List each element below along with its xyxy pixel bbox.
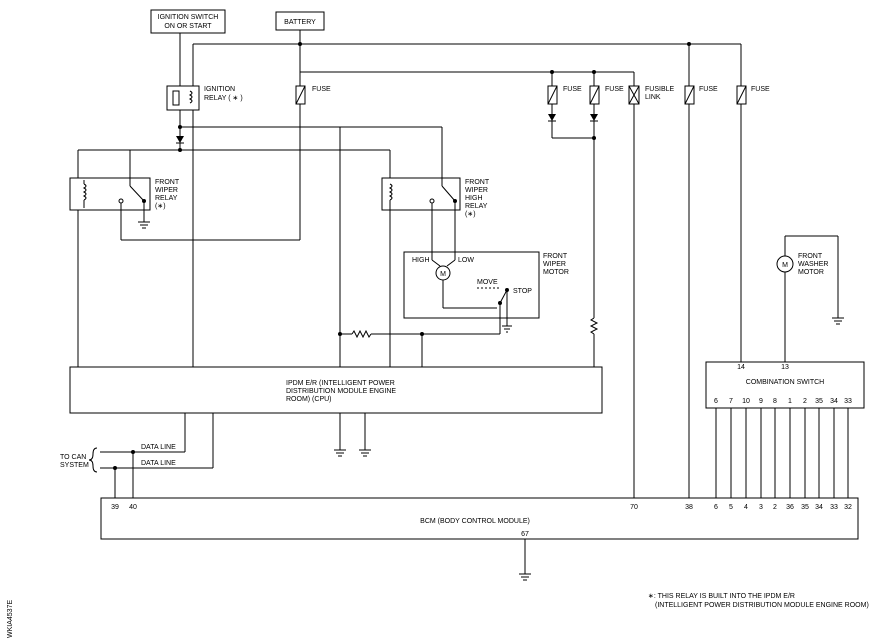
combination-switch-box (705, 361, 865, 409)
combo-pin: 1 (788, 398, 792, 405)
high-relay-label-1: FRONT (465, 179, 490, 186)
front-wiper-relay-label-1: FRONT (155, 179, 180, 186)
washer-motor-m: M (782, 262, 788, 269)
data-line-label-2: DATA LINE (141, 460, 176, 467)
fusible-link-label-2: LINK (645, 94, 661, 101)
motor-low-label: LOW (458, 257, 474, 264)
to-can-label-1: TO CAN (60, 454, 86, 461)
wiper-motor-m: M (440, 271, 446, 278)
motor-high-label: HIGH (412, 257, 430, 264)
footnote-line-1: ∗: THIS RELAY IS BUILT INTO THE IPDM E/R (648, 593, 795, 600)
washer-motor-label-3: MOTOR (798, 269, 824, 276)
ignition-relay-label-1: IGNITION (204, 86, 235, 93)
high-relay-label-3: HIGH (465, 195, 483, 202)
to-can-label-2: SYSTEM (60, 462, 89, 469)
ignition-switch-label-1: IGNITION SWITCH (158, 14, 219, 21)
combo-pin: 10 (742, 398, 750, 405)
high-relay-label-5: (∗) (465, 211, 476, 218)
wiper-motor-label-1: FRONT (543, 253, 568, 260)
combo-pin: 34 (830, 398, 838, 405)
front-wiper-relay-box (69, 177, 151, 211)
bcm-box (100, 497, 859, 540)
bcm-pin: 32 (844, 504, 852, 511)
bcm-pin: 34 (815, 504, 823, 511)
wiper-motor-label-2: WIPER (543, 261, 566, 268)
front-wiper-motor-box (403, 251, 540, 319)
washer-motor-label-1: FRONT (798, 253, 823, 260)
ipdm-label-3: ROOM) (CPU) (286, 396, 332, 403)
figure-id: WKIA4537E (7, 600, 14, 638)
bcm-pin: 6 (714, 504, 718, 511)
wiper-motor-label-3: MOTOR (543, 269, 569, 276)
bcm-pin-40: 40 (129, 504, 137, 511)
fuse-label-2: FUSE (563, 86, 582, 93)
front-wiper-relay-label-3: RELAY (155, 195, 178, 202)
bcm-pin: 33 (830, 504, 838, 511)
combo-pin: 8 (773, 398, 777, 405)
front-wiper-relay-label-4: (∗) (155, 203, 166, 210)
bcm-pin: 35 (801, 504, 809, 511)
ignition-relay-box (166, 85, 200, 111)
fuse-label-1: FUSE (312, 86, 331, 93)
battery-label: BATTERY (284, 19, 316, 26)
bcm-pin: 4 (744, 504, 748, 511)
fusible-link-label-1: FUSIBLE (645, 86, 675, 93)
ignition-relay-label-2: RELAY ( ∗ ) (204, 95, 243, 102)
bcm-pin-70: 70 (630, 504, 638, 511)
combo-pin: 7 (729, 398, 733, 405)
combo-top-pin-14: 14 (737, 364, 745, 371)
footnote-line-2: (INTELLIGENT POWER DISTRIBUTION MODULE E… (655, 602, 869, 609)
combo-pin: 6 (714, 398, 718, 405)
bcm-switch-pins: 6 5 4 3 2 36 35 34 33 32 (714, 504, 852, 511)
ignition-switch-label-2: ON OR START (164, 23, 212, 30)
ipdm-er-box (69, 366, 603, 414)
combination-switch-label: COMBINATION SWITCH (746, 379, 824, 386)
front-wiper-high-relay-box (381, 177, 461, 211)
combo-pin: 9 (759, 398, 763, 405)
high-relay-label-2: WIPER (465, 187, 488, 194)
bcm-label: BCM (BODY CONTROL MODULE) (420, 518, 530, 525)
bcm-pin: 2 (773, 504, 777, 511)
high-relay-label-4: RELAY (465, 203, 488, 210)
bcm-pin-39: 39 (111, 504, 119, 511)
ipdm-label-1: IPDM E/R (INTELLIGENT POWER (286, 380, 395, 387)
bcm-pin: 3 (759, 504, 763, 511)
bcm-pin: 5 (729, 504, 733, 511)
data-line-label-1: DATA LINE (141, 444, 176, 451)
bcm-pin-67: 67 (521, 531, 529, 538)
combo-pin: 2 (803, 398, 807, 405)
combo-bottom-pins: 6 7 10 9 8 1 2 35 34 33 (714, 398, 852, 405)
combo-pin: 33 (844, 398, 852, 405)
ignition-switch-box (150, 9, 226, 34)
ipdm-label-2: DISTRIBUTION MODULE ENGINE (286, 388, 396, 395)
combo-top-pin-13: 13 (781, 364, 789, 371)
motor-move-label: MOVE (477, 279, 498, 286)
motor-stop-label: STOP (513, 288, 532, 295)
washer-motor-label-2: WASHER (798, 261, 828, 268)
fuse-label-3: FUSE (605, 86, 624, 93)
combo-pin: 35 (815, 398, 823, 405)
fuse-label-4: FUSE (699, 86, 718, 93)
bcm-pin: 36 (786, 504, 794, 511)
fuse-label-5: FUSE (751, 86, 770, 93)
front-wiper-relay-label-2: WIPER (155, 187, 178, 194)
bcm-pin-38: 38 (685, 504, 693, 511)
